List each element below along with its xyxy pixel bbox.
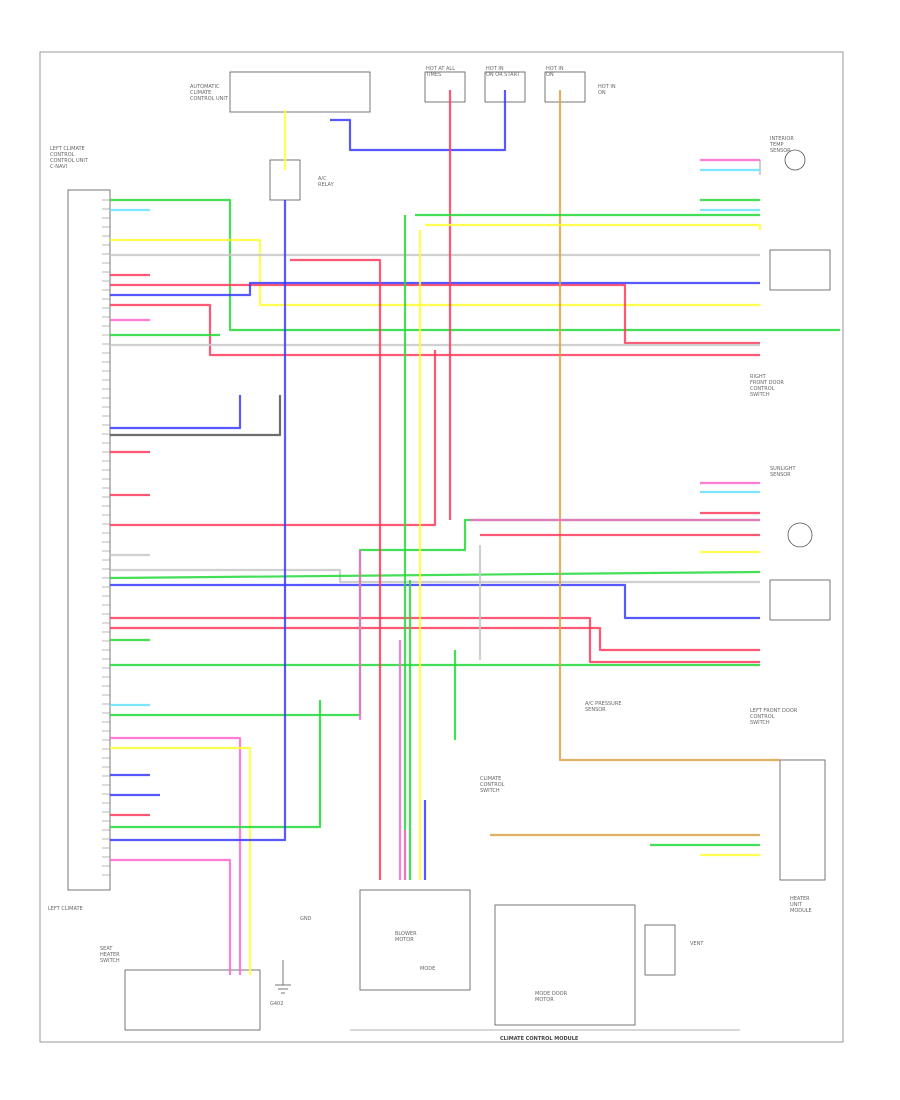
wire-red-7 <box>110 303 760 357</box>
wire-red-5 <box>110 283 760 345</box>
wire-yel-40 <box>425 223 762 230</box>
ground-label: G402 <box>270 1001 283 1007</box>
wire-yel-2 <box>110 238 760 307</box>
interior-temp-sensor <box>784 149 806 171</box>
wire-yel-27 <box>110 746 252 975</box>
wire-orn-37 <box>558 90 780 762</box>
wires <box>109 90 840 975</box>
mode-door-motor-box <box>494 904 636 1026</box>
ground-symbol <box>275 960 291 994</box>
wire-red-34 <box>290 258 382 880</box>
fuse-box-a <box>424 71 466 103</box>
wire-grn-0 <box>110 198 840 332</box>
footer-label: CLIMATE CONTROL MODULE <box>500 1036 579 1042</box>
wire-blu-19 <box>110 583 760 620</box>
heater-unit-module <box>779 759 826 881</box>
wire-red-15 <box>110 350 437 527</box>
right-door-switch <box>769 249 831 291</box>
wire-grn-31 <box>110 700 322 829</box>
wire-blu-6 <box>110 281 760 297</box>
wire-red-21 <box>110 626 760 652</box>
top-ecu-box <box>229 71 371 113</box>
left-door-switch <box>769 579 831 621</box>
wire-blu-35 <box>330 90 507 152</box>
ground-text: GND <box>300 916 312 922</box>
diagram-border <box>39 51 844 1043</box>
wire-blu-11 <box>110 395 242 430</box>
blower-motor-box <box>359 889 471 991</box>
left-ecu-connector <box>67 189 111 891</box>
left-ecu-pins <box>102 199 110 876</box>
wire-dkgry-12 <box>110 395 282 437</box>
vent-label: VENT <box>690 941 704 947</box>
fuse-box-c <box>544 71 586 103</box>
sunlight-sensor <box>787 522 813 548</box>
mode-label: MODE <box>420 966 435 972</box>
wire-grn-18 <box>109 570 761 580</box>
wire-red-20 <box>110 616 760 664</box>
seat-heater-switch <box>124 969 261 1031</box>
wire-blu-32 <box>110 200 287 842</box>
left-ecu-bottom-label: LEFT CLIMATE <box>48 906 83 912</box>
wire-pnk-26 <box>110 736 242 975</box>
wire-pnk-33 <box>110 858 232 975</box>
vent-relay-box <box>644 924 676 976</box>
